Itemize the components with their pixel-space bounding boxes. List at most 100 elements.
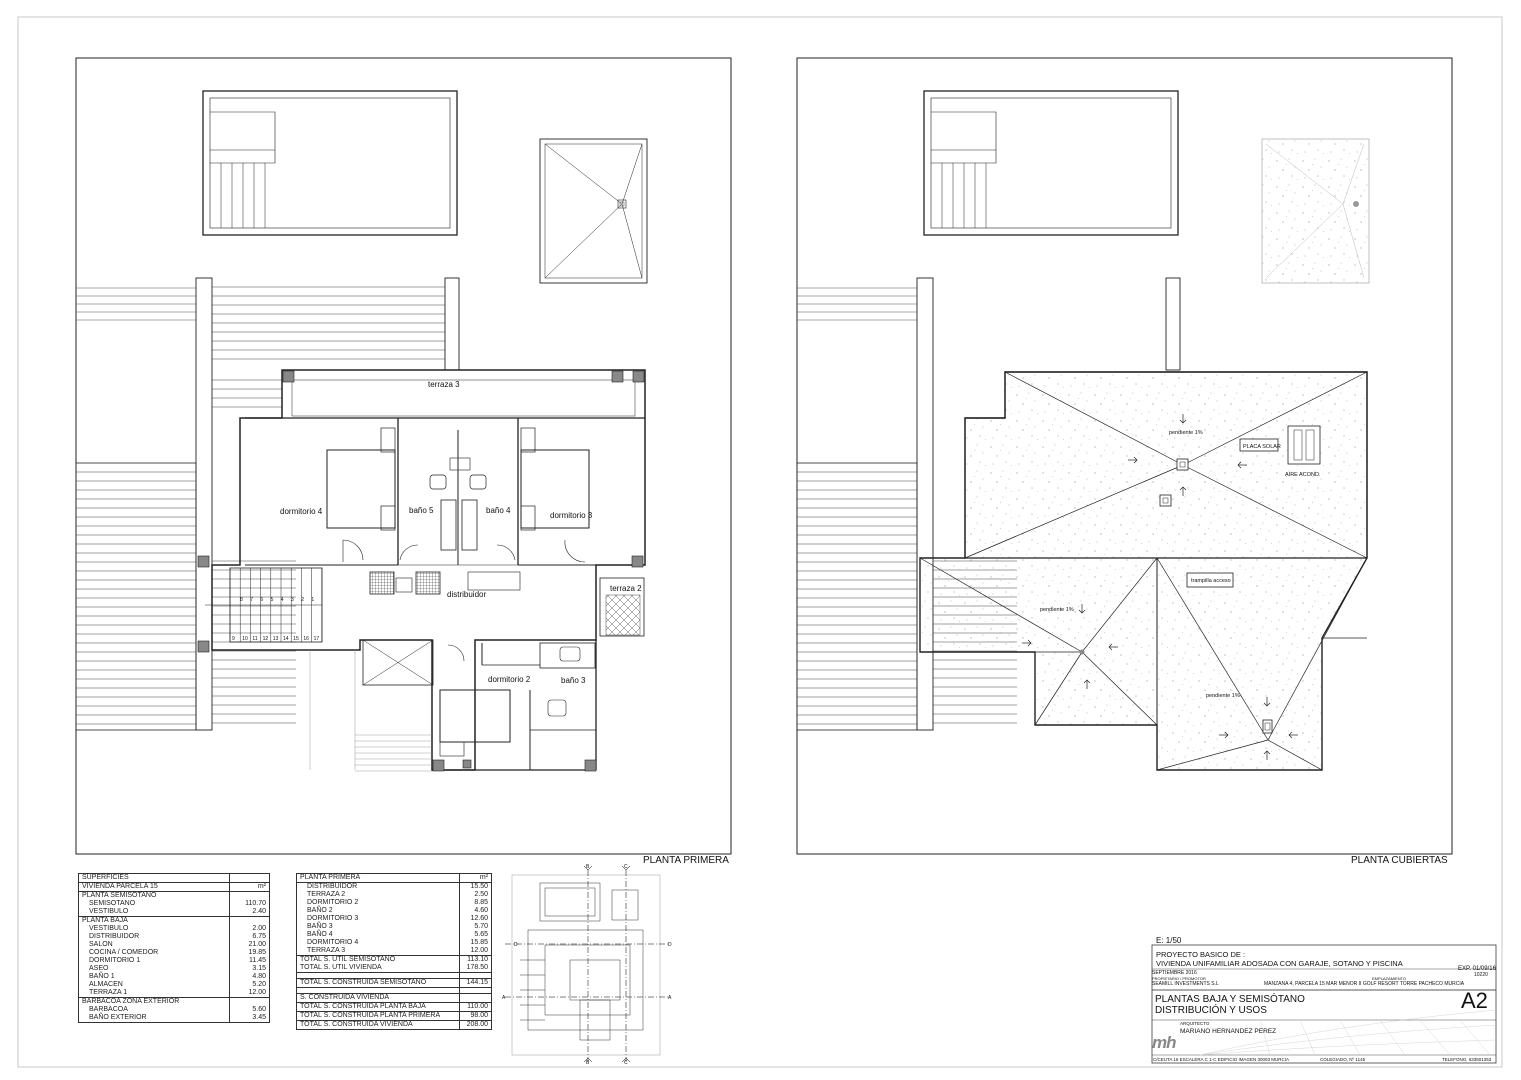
section-mark: A (668, 995, 672, 1001)
row-value: 208.00 (459, 1020, 492, 1030)
row-label: TOTAL S. CONSTRUIDA SEMISOTANO (296, 978, 460, 988)
row-label: TERRAZA 1 (89, 989, 128, 996)
stair-number: 12 (263, 636, 269, 642)
row-value (459, 993, 492, 1003)
row-label: PLANTA SEMISOTANO (78, 891, 230, 900)
section-mark: C (624, 1060, 628, 1066)
row-value: 3.45 (228, 1014, 270, 1023)
row-label: BAÑO 1 (89, 973, 115, 980)
row-value (228, 891, 270, 900)
row-label: SALON (89, 941, 113, 948)
row-value: 3.15 (228, 965, 270, 973)
table-row: TERRAZA 2 2.50 (297, 891, 492, 899)
roof-pendiente-c: pendiente 1% (1206, 693, 1240, 699)
row-label: DORMITORIO 4 (307, 939, 359, 946)
row-value: 178.50 (459, 964, 492, 973)
table-row: SALON 21.00 (79, 941, 270, 949)
row-label: DORMITORIO 2 (307, 899, 359, 906)
owner-label: PROPIETARIO / PROMOTOR (1152, 976, 1206, 981)
row-label: BARBACOA ZONA EXTERIOR (78, 997, 230, 1006)
section-mark: A (502, 995, 506, 1001)
sheet-number: A2 (1461, 988, 1488, 1013)
exp-number: 10220 (1474, 972, 1488, 978)
room-bano-4: baño 4 (486, 506, 511, 515)
roof-aire-acond: AIRE ACOND. (1285, 472, 1321, 478)
colegiado: COLEGIADO, Nº 1145 (1320, 1057, 1366, 1062)
stair-number: 11 (252, 636, 257, 642)
row-label: TOTAL S. CONSTRUIDA PLANTA BAJA (296, 1002, 460, 1012)
row-label: TOTAL S. CONSTRUIDA PLANTA PRIMERA (296, 1011, 460, 1021)
row-label: TERRAZA 2 (307, 891, 346, 898)
row-value: 5.65 (459, 931, 492, 939)
table-row: ALMACEN 5.20 (79, 981, 270, 989)
row-value: 2.50 (459, 891, 492, 899)
row-value (459, 972, 492, 979)
table-row: PLANTA SEMISOTANO (78, 891, 270, 900)
stair-number: 5 (271, 597, 274, 603)
row-value: 6.75 (228, 933, 270, 941)
roof-pendiente-b: pendiente 1% (1040, 607, 1074, 613)
row-label: SUPERFICIES (82, 874, 129, 881)
row-label: COCINA / COMEDOR (89, 949, 159, 956)
table-row: PLANTA BAJA (78, 916, 270, 925)
stair-number: 7 (250, 597, 253, 603)
row-value: 12.60 (459, 915, 492, 923)
row-value (228, 916, 270, 925)
title-block (1151, 944, 1497, 1064)
room-dormitorio-3: dormitorio 3 (550, 511, 593, 520)
row-value: 144.15 (459, 978, 492, 988)
table-row: S. CONSTRUIDA VIVIENDA (296, 993, 492, 1003)
row-label: DISTRIBUIDOR (307, 883, 358, 890)
section-mark: B (586, 864, 590, 870)
room-bano-5: baño 5 (409, 506, 434, 515)
row-label (296, 972, 460, 979)
row-value: 2.00 (228, 925, 270, 933)
plan-cubiertas (796, 57, 1453, 855)
table-row: BAÑO EXTERIOR 3.45 (79, 1014, 270, 1023)
project-date: SEPTIEMBRE 2016 (1152, 970, 1197, 976)
row-value: 113.10 (459, 955, 492, 964)
row-label: BAÑO EXTERIOR (89, 1014, 147, 1021)
row-label: DISTRIBUIDOR (89, 933, 140, 940)
row-value: 5.20 (228, 981, 270, 989)
row-label: BAÑO 3 (307, 923, 333, 930)
stair-number: 15 (293, 636, 299, 642)
plan-labels: PLANTA PRIMERA PLANTA CUBIERTAS terraza … (232, 380, 1448, 1066)
room-distribuidor: distribuidor (447, 590, 486, 599)
row-label: VIVIENDA PARCELA 15 (78, 882, 230, 892)
stair-number: 3 (291, 597, 294, 603)
architect: MARIANO HERNANDEZ PEREZ (1180, 1028, 1277, 1035)
row-label: SEMISOTANO (89, 900, 136, 907)
architect-address: C/CEUTA 16 ESCALERA C 1-C EDIFICIO IMAGE… (1153, 1057, 1289, 1062)
sheet-title-2: DISTRIBUCIÓN Y USOS (1155, 1005, 1267, 1016)
row-label: TOTAL S. CONSTRUIDA VIVIENDA (296, 1020, 460, 1030)
row-label: BAÑO 4 (307, 931, 333, 938)
table-row: DORMITORIO 2 8.85 (297, 899, 492, 907)
row-label: ALMACEN (89, 981, 123, 988)
row-value: 11.45 (228, 957, 270, 965)
row-label: BARBACOA (89, 1006, 128, 1013)
stair-number: 10 (242, 636, 248, 642)
row-value: 8.85 (459, 899, 492, 907)
room-terraza-3: terraza 3 (428, 380, 460, 389)
row-value: 4.60 (459, 907, 492, 915)
row-value: 21.00 (228, 941, 270, 949)
